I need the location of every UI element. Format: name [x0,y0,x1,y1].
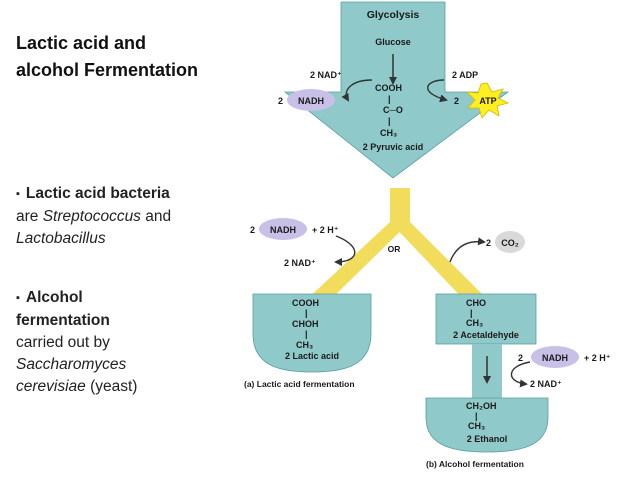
atp-coefficient: 2 [454,96,459,106]
lactic-nad-output: 2 NAD⁺ [284,258,316,268]
adp-to-atp-arrow [427,79,448,103]
bullet-marker: ▪ [16,188,20,200]
acetaldehyde-label: 2 Acetaldehyde [453,330,519,340]
alcohol-caption: (b) Alcohol fermentation [426,459,524,469]
acetaldehyde-formula-1: CHO [466,298,486,308]
glucose-label: Glucose [375,37,411,47]
branch-right-arm [390,222,490,302]
lactic-formula-2: | [305,308,308,318]
pyruvate-formula-1: COOH [375,83,402,93]
lactic-formula-3: CHOH [292,319,319,329]
co2-label: CO₂ [501,238,519,248]
species-name: Saccharomyces [16,356,127,373]
lactic-h-plus: + 2 H⁺ [312,225,339,235]
adp-input: 2 ADP [452,70,478,80]
co2-release: 2 CO₂ [449,231,525,263]
pyruvate-formula-4: | [388,116,391,126]
pyruvate-formula-2: | [388,94,391,104]
bullet-alcohol-fermentation: ▪ Alcohol fermentation carried out by Sac… [16,287,137,398]
glycolysis-block: Glycolysis Glucose COOH | C─O | CH₃ 2 Py… [278,1,510,179]
ethanol-formula-1: CH₂OH [466,401,497,411]
alcohol-nad-output: 2 NAD⁺ [530,379,562,389]
atp-label: ATP [479,96,496,106]
bullet-lactic-acid-bacteria: ▪Lactic acid bacteria are Streptococcus … [16,183,171,250]
lactic-nadh-exchange: 2 NADH + 2 H⁺ 2 NAD⁺ [250,218,356,268]
genus-name: Lactobacillus [16,230,106,247]
bullet-text: (yeast) [85,378,138,395]
lactic-nadh-label: NADH [270,225,296,235]
genus-name: Streptococcus [42,208,141,225]
lactic-nadh-bubble [259,218,307,240]
or-label: OR [388,244,401,254]
bullet-text: and [140,208,172,225]
co2-arrow [449,237,486,263]
acetaldehyde-formula-2: | [470,308,473,318]
glycolysis-title: Glycolysis [367,9,420,21]
slide-title: Lactic acid and alcohol Fermentation [16,30,198,84]
acetaldehyde-box [435,293,537,345]
species-name: cerevisiae [16,378,86,395]
bullet-text: carried out by [16,334,110,351]
alcohol-nadh-bubble [531,346,579,368]
atp-starburst [465,82,510,119]
lactic-formula-4: | [305,329,308,339]
bullet-heading: Lactic acid bacteria [25,185,170,202]
ethanol-formula-2: | [475,411,478,421]
branch-left-arm [304,222,410,302]
nadh-label: NADH [298,96,324,106]
lactic-acid-bowl [252,293,372,373]
pyruvate-formula-5: CH₃ [380,128,397,138]
lactic-formula-5: CH₃ [296,340,313,350]
bullet-text: are [16,208,43,225]
pyruvate-formula-3: C─O [383,105,403,115]
nad-input: 2 NAD⁺ [310,70,342,80]
ethanol-formula-3: CH₃ [468,421,485,431]
title-line-2: alcohol Fermentation [16,60,199,80]
acetaldehyde-formula-3: CH₃ [466,318,483,328]
lactic-nadh-coefficient: 2 [250,225,255,235]
glycolysis-arrow [283,1,510,179]
lactic-acid-product: COOH | CHOH | CH₃ 2 Lactic acid (a) Lact… [244,293,372,389]
bullet-heading-cont: fermentation [16,312,110,329]
alcohol-nad-arrow [510,361,531,388]
title-line-1: Lactic acid and [16,33,147,53]
bullet-heading: Alcohol [25,289,83,306]
alcohol-product: CHO | CH₃ 2 Acetaldehyde 2 NADH + 2 H⁺ 2… [425,293,611,469]
alcohol-h-plus: + 2 H⁺ [584,353,611,363]
lactic-caption: (a) Lactic acid fermentation [244,379,355,389]
ethanol-bowl [425,397,549,453]
pyruvic-acid-label: 2 Pyruvic acid [363,142,424,152]
ethanol-label: 2 Ethanol [467,434,508,444]
bullet-marker: ▪ [16,292,20,304]
branch-arrows [304,188,490,302]
co2-bubble [495,231,525,253]
co2-coefficient: 2 [486,238,491,248]
lactic-acid-label: 2 Lactic acid [285,351,339,361]
nad-to-nadh-arrow [341,79,373,102]
lactic-nad-arrow [334,235,356,266]
lactic-formula-1: COOH [292,298,319,308]
nadh-coefficient: 2 [278,96,283,106]
alcohol-nadh-label: NADH [542,353,568,363]
branch-stem [390,188,410,230]
alcohol-nadh-coefficient: 2 [518,353,523,363]
nadh-bubble [287,89,335,111]
